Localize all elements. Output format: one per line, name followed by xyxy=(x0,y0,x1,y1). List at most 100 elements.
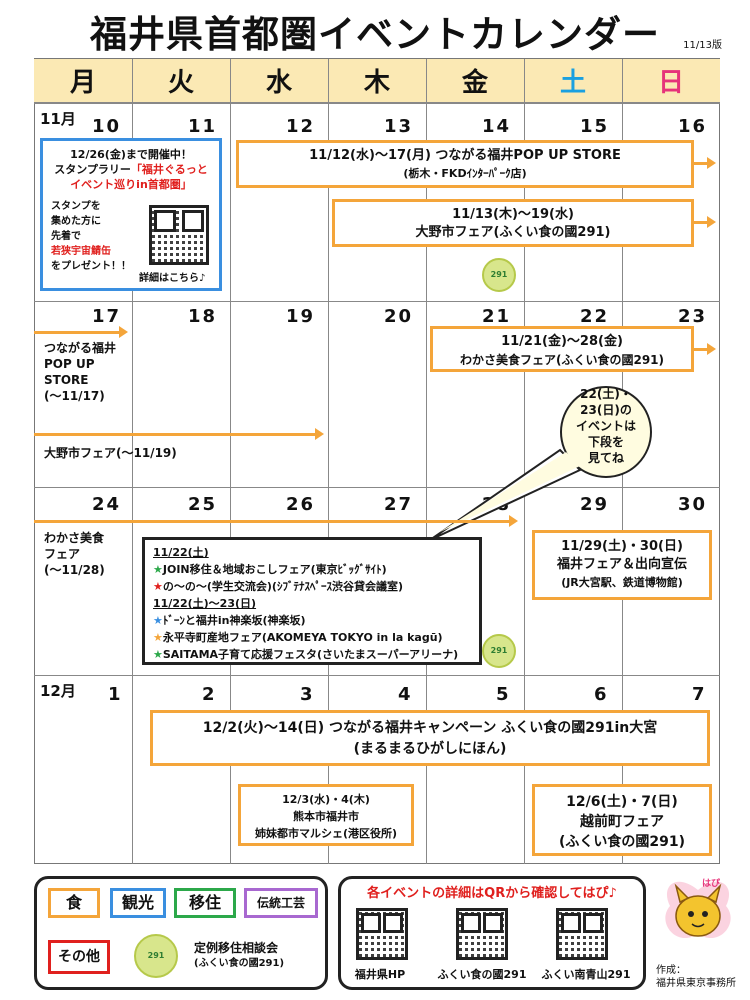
weekday-mon: 月 xyxy=(69,68,96,98)
event-title: 11/12(水)～17(月) つながる福井POP UP STORE xyxy=(309,148,621,163)
weekday-header xyxy=(34,59,720,103)
event-title: 11/13(木)～19(水) xyxy=(452,207,574,222)
day-number: 14 xyxy=(482,116,512,137)
grid-line xyxy=(132,59,133,864)
month-label-dec: 12月 xyxy=(40,682,76,700)
weekday-fri: 金 xyxy=(461,68,488,98)
bubble-line: 22(土)・ xyxy=(580,387,632,401)
bubble-line: イベントは xyxy=(575,419,636,433)
event-venue: (まるまるひがしにほん) xyxy=(353,741,507,757)
stamp-rally-box[interactable]: 12/26(金)まで開催中！ スタンプラリー「福井ぐるっと イベント巡りin首都… xyxy=(40,138,222,291)
day-number: 17 xyxy=(92,306,122,327)
note-line: フェア xyxy=(44,547,81,561)
event-echizen-fair[interactable]: 12/6(土)・7(日) 越前町フェア (ふくい食の國291) xyxy=(532,784,712,856)
qr-code-minami-aoyama-291[interactable] xyxy=(556,908,608,960)
legend-regular-venue: (ふくい食の國291) xyxy=(194,958,285,969)
continue-arrow xyxy=(694,343,716,355)
weekend-event[interactable]: SAITAMA子育て応援フェスタ(さいたまスーパーアリーナ) xyxy=(162,648,459,661)
note-line: わかさ美食 xyxy=(44,531,105,545)
qr-label: ふくい食の國291 xyxy=(437,968,527,981)
credit: 作成： 福井県東京事務所 xyxy=(656,964,736,990)
bubble-text: 22(土)・ 23(日)の イベントは 下段を 見てね xyxy=(572,386,640,466)
grid-line xyxy=(230,59,231,864)
weekend-event[interactable]: JOIN移住＆地域おこしフェア(東京ﾋﾞｯｸﾞｻｲﾄ) xyxy=(162,563,387,576)
day-number: 21 xyxy=(482,306,512,327)
event-title: 11/21(金)～28(金) xyxy=(501,334,623,349)
continue-arrow xyxy=(694,157,716,169)
qr-panel-heading: 各イベントの詳細はQRから確認してはぴ♪ xyxy=(367,886,617,901)
event-title: 12/2(火)～14(日) つながる福井キャンペーン ふくい食の國291in大宮 xyxy=(202,720,658,736)
day-number: 23 xyxy=(678,306,708,327)
note-line: つながる福井 xyxy=(44,341,117,355)
event-venue: 大野市フェア(ふくい食の國291) xyxy=(415,225,611,240)
event-venue: 姉妹都市マルシェ(港区役所) xyxy=(254,827,398,840)
stamp-rally-name-2: イベント巡りin首都圏」 xyxy=(70,178,192,191)
event-tsunagaru-store[interactable]: 11/12(水)～17(月) つながる福井POP UP STORE (栃木・FK… xyxy=(236,140,694,188)
version-label: 11/13版 xyxy=(683,40,722,51)
event-fukui-fair[interactable]: 11/29(土)・30(日) 福井フェア＆出向宣伝 (JR大宮駅、鉄道博物館) xyxy=(532,530,712,600)
day-number: 3 xyxy=(300,684,315,705)
stamp-rally-name: 「福井ぐるっと xyxy=(130,163,208,176)
event-campaign[interactable]: 12/2(火)～14(日) つながる福井キャンペーン ふくい食の國291in大宮… xyxy=(150,710,710,766)
qr-label: ふくい南青山291 xyxy=(541,968,631,981)
day-number: 24 xyxy=(92,494,122,515)
week3-wakasa-note: わかさ美食 フェア (～11/28) xyxy=(44,530,105,578)
migration-consult-logo: 291 xyxy=(482,258,516,292)
weekend-event[interactable]: ﾄﾞｰﾝと福井in神楽坂(神楽坂) xyxy=(162,614,306,627)
bubble-line: 見てね xyxy=(587,451,624,465)
legend-other: その他 xyxy=(48,940,110,974)
day-number: 2 xyxy=(202,684,217,705)
grid-line xyxy=(328,59,329,864)
continue-arrow xyxy=(34,515,518,527)
stamp-rally-text: 先着で xyxy=(51,231,81,242)
day-number: 22 xyxy=(580,306,610,327)
qr-code-shoku-291[interactable] xyxy=(456,908,508,960)
migration-consult-logo: 291 xyxy=(482,634,516,668)
weekend-event[interactable]: の～の～(学生交流会)(ｼﾌﾞﾃﾅｽﾍﾟｰｽ渋谷貸会議室) xyxy=(162,580,403,593)
weekday-sun: 日 xyxy=(657,68,684,98)
day-number: 10 xyxy=(92,116,122,137)
day-number: 29 xyxy=(580,494,610,515)
event-title: 12/3(水)・4(木) xyxy=(282,793,370,806)
event-title: 越前町フェア xyxy=(580,814,664,830)
grid-line xyxy=(34,301,720,302)
stamp-rally-qr-code[interactable] xyxy=(149,205,209,265)
note-line: (～11/17) xyxy=(44,389,105,403)
star-icon: ★ xyxy=(153,580,163,593)
day-number: 13 xyxy=(384,116,414,137)
star-icon: ★ xyxy=(153,631,163,644)
legend-regular-consult: 定例移住相談会 (ふくい食の國291) xyxy=(194,940,284,972)
event-venue: (栃木・FKDｲﾝﾀｰﾊﾟｰｸ店) xyxy=(403,167,527,180)
note-line: POP UP xyxy=(44,357,95,371)
continue-arrow xyxy=(694,216,716,228)
event-ono-fair[interactable]: 11/13(木)～19(水) 大野市フェア(ふくい食の國291) xyxy=(332,199,694,247)
event-title: 11/29(土)・30(日) xyxy=(561,539,683,554)
event-wakasa-fair[interactable]: 11/21(金)～28(金) わかさ美食フェア(ふくい食の國291) xyxy=(430,326,694,372)
week2-ono-note: 大野市フェア(～11/19) xyxy=(44,446,177,460)
bubble-line: 下段を xyxy=(587,435,624,449)
week2-store-note: つながる福井 POP UP STORE (～11/17) xyxy=(44,340,116,404)
event-kumamoto-marche[interactable]: 12/3(水)・4(木) 熊本市福井市 姉妹都市マルシェ(港区役所) xyxy=(238,784,414,846)
stamp-rally-text: をプレゼント！！ xyxy=(51,261,131,272)
stamp-rally-more-link[interactable]: 詳細はこちら♪ xyxy=(139,273,206,284)
event-venue: (ふくい食の國291) xyxy=(558,834,686,850)
grid-line xyxy=(34,675,720,676)
weekend-event[interactable]: 永平寺町産地フェア(AKOMEYA TOKYO in la kagū) xyxy=(162,631,443,644)
grid-line xyxy=(34,103,720,104)
stamp-rally-text: 集めた方に xyxy=(51,216,101,227)
event-title: 12/6(土)・7(日) xyxy=(566,794,678,810)
day-number: 18 xyxy=(188,306,218,327)
day-number: 19 xyxy=(286,306,316,327)
legend-regular-title: 定例移住相談会 xyxy=(194,941,279,955)
grid-line xyxy=(426,59,427,864)
grid-line xyxy=(34,487,720,488)
weekday-sat: 土 xyxy=(559,68,586,98)
legend-tourism: 観光 xyxy=(110,888,166,918)
qr-code-fukui-hp[interactable] xyxy=(356,908,408,960)
continue-arrow xyxy=(34,428,324,440)
weekday-wed: 水 xyxy=(265,68,292,98)
weekday-thu: 木 xyxy=(363,68,390,98)
day-number: 30 xyxy=(678,494,708,515)
weekend-date: 11/22(土)～23(日) xyxy=(153,597,257,610)
event-title: 熊本市福井市 xyxy=(293,810,359,823)
